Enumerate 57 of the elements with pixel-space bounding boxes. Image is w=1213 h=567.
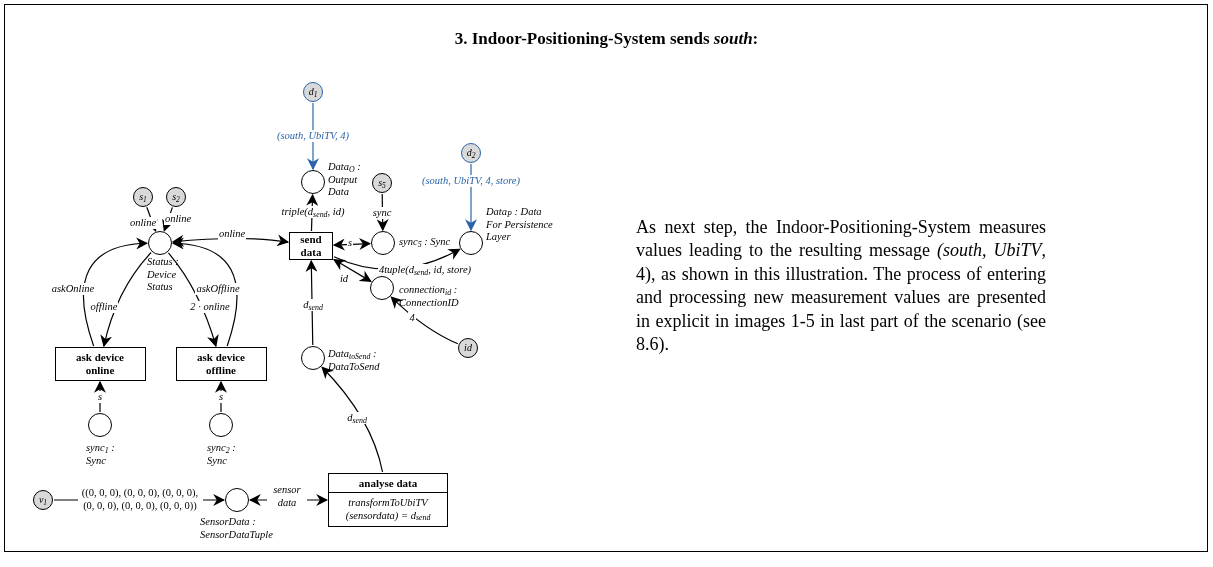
token-label: s$_{2}$ xyxy=(172,192,180,202)
token-label: s$_{1}$ xyxy=(139,192,147,202)
edge-label: ((0, 0, 0), (0, 0, 0), (0, 0, 0), (0, 0, 0), (0, 0, 0), (0, 0, 0)) xyxy=(77,487,203,513)
edge-label: s xyxy=(96,390,104,404)
token-label: d$_{1}$ xyxy=(308,87,318,97)
edge-label: d$_{send}$ xyxy=(302,298,324,312)
transition-guard: transformToUbiTV (sensordata) = d$_{send}$ xyxy=(329,492,447,526)
edge-label: 2 · online xyxy=(189,300,231,314)
arc-arrow xyxy=(390,296,459,345)
arc-arrow xyxy=(171,238,238,347)
place-caption: sync$_{1}$ : Sync xyxy=(86,442,116,468)
arc-arrow xyxy=(321,366,384,473)
description-paragraph: As next step, the Indoor-Positioning-System measures values leading to the resulting message (south, UbiTV, 4), as shown in this illustration. The process of entering and processing new measurement values are presented in explicit in images 1-5 in last part of the scenario (see 8.6). xyxy=(636,216,1046,356)
edge-label: s xyxy=(217,390,225,404)
arc-arrow xyxy=(100,251,152,348)
transition-box xyxy=(328,473,448,527)
edge-label: online xyxy=(217,227,247,241)
arc-arrow xyxy=(376,193,389,232)
arc-arrow xyxy=(94,380,106,413)
transition-name: ask device offline xyxy=(196,350,246,378)
place-caption: Status : Device Status xyxy=(147,256,180,294)
title: 3. Indoor-Positioning-System sends south: xyxy=(453,28,760,50)
edge-label: d$_{send}$ xyxy=(346,411,368,425)
edge-label: triple(d$_{send}$, id) xyxy=(280,205,346,219)
token-label: s$_{5}$ xyxy=(378,178,386,188)
place-caption: Data$_{toSend}$ : DataToSend xyxy=(328,348,381,374)
token-label: d$_{2}$ xyxy=(466,148,476,158)
edge-label: (south, UbiTV, 4) xyxy=(275,129,351,143)
place-caption: sync$_{5}$ : Sync xyxy=(399,236,452,249)
place-caption: Data$_{O}$ : Output Data xyxy=(328,161,362,199)
arc-arrow xyxy=(332,238,372,251)
place-caption: connection$_{id}$ : ConnectionID xyxy=(399,284,460,310)
edge-label: online xyxy=(163,212,193,226)
arc-arrow xyxy=(83,238,149,347)
edge-label: 4tuple(d$_{send}$, id, store) xyxy=(377,263,473,277)
arc-arrow xyxy=(465,163,477,232)
edge-label: sync xyxy=(371,206,393,220)
transition-box xyxy=(289,232,333,260)
edge-label: (south, UbiTV, 4, store) xyxy=(421,174,521,188)
place-caption: SensorData : SensorDataTuple xyxy=(200,516,274,542)
edge-label: offline xyxy=(89,300,119,314)
edge-label: askOffline xyxy=(195,282,241,296)
transition-name: analyse data xyxy=(357,475,419,491)
token-label: v$_{1}$ xyxy=(38,495,48,505)
arc-arrow xyxy=(167,252,219,348)
token-label: id xyxy=(464,343,472,353)
transition-name: ask device online xyxy=(75,350,125,378)
edge-label: askOnline xyxy=(50,282,96,296)
transition-name: send data xyxy=(299,233,323,259)
transition-box xyxy=(175,347,267,381)
place-caption: Data$_{P}$ : Data For Persistence Layer xyxy=(486,206,554,244)
transition-box xyxy=(54,347,146,381)
arc-arrow xyxy=(332,259,372,282)
place-caption: sync$_{2}$ : Sync xyxy=(207,442,237,468)
arc-arrow xyxy=(305,259,318,346)
arc-arrow xyxy=(215,380,227,413)
edge-label: online xyxy=(128,216,158,230)
